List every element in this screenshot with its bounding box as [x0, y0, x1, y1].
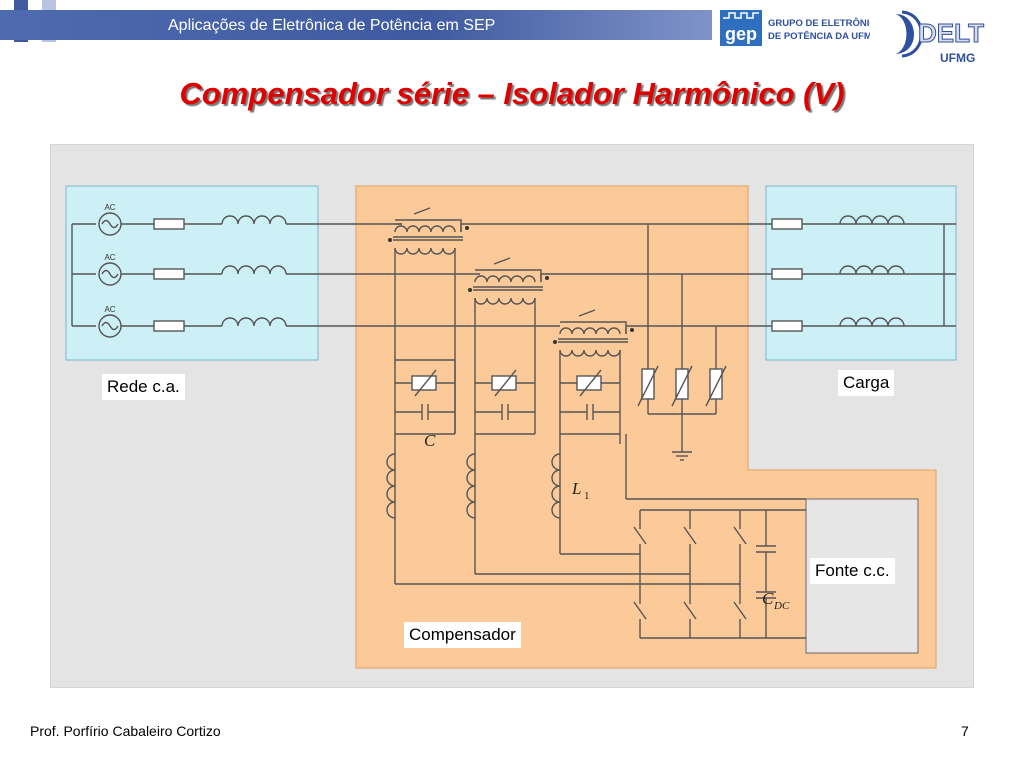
carga-label: Carga [838, 370, 895, 396]
ac-label-a: AC [104, 203, 115, 212]
rede-label: Rede c.a. [102, 374, 185, 400]
gep-logo-text: gep [725, 24, 757, 44]
delt-text: DELT [918, 18, 984, 48]
page-number: 7 [961, 723, 969, 739]
ac-label-b: AC [104, 253, 115, 262]
compensador-label: Compensador [404, 622, 521, 648]
cdc-symbol-c: C [762, 589, 774, 608]
fonte-label: Fonte c.c. [810, 558, 895, 584]
source-box [65, 185, 319, 361]
cdc-symbol-sub: DC [773, 600, 790, 612]
capacitor-symbol-c: C [424, 431, 436, 450]
slide-title: Compensador série – Isolador Harmônico (… [179, 76, 845, 111]
ac-label-c: AC [104, 305, 115, 314]
header-bar [0, 10, 712, 40]
compensator-region [355, 185, 937, 669]
gep-line2: DE POTÊNCIA DA UFMG [768, 30, 870, 42]
circuit-diagram: AC AC AC C L 1 C DC [50, 144, 974, 688]
ufmg-text: UFMG [940, 51, 975, 65]
header-title: Aplicações de Eletrônica de Potência em … [168, 17, 496, 34]
delt-logo: DELT UFMG [896, 10, 985, 65]
gep-logo: gep GRUPO DE ELETRÔNICA DE POTÊNCIA DA U… [720, 10, 870, 46]
gep-line1: GRUPO DE ELETRÔNICA [768, 17, 870, 29]
footer-author: Prof. Porfírio Cabaleiro Cortizo [30, 723, 221, 739]
inductor-symbol-l: L [571, 479, 581, 498]
inductor-symbol-sub: 1 [584, 490, 590, 502]
